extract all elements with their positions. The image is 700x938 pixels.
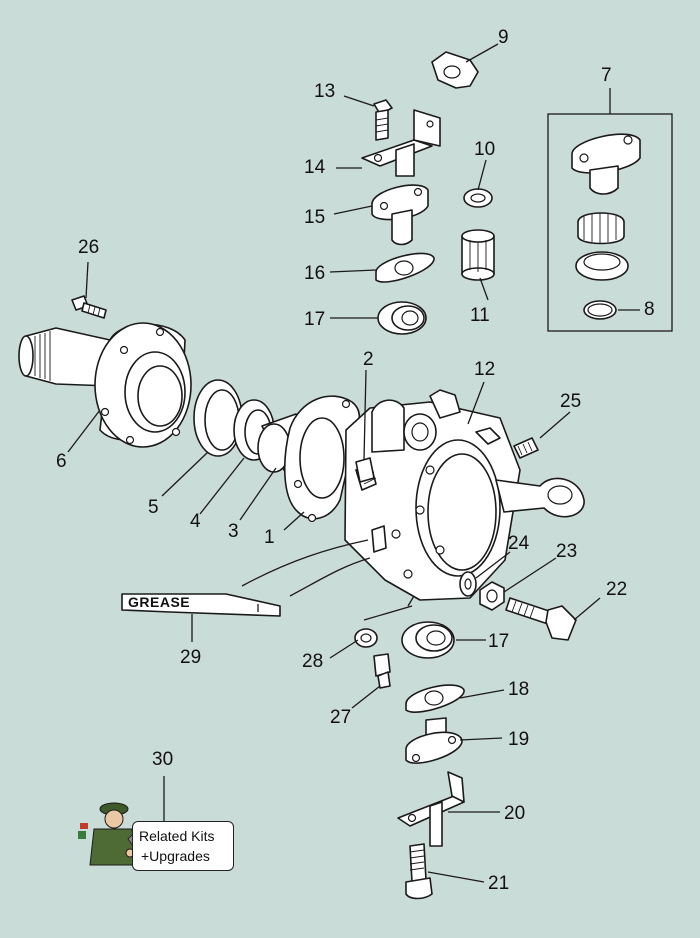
callout-12: 12: [474, 359, 496, 380]
grease-pointer-line: [241, 539, 371, 597]
part-23-nut[interactable]: [479, 581, 505, 611]
part-8-o-ring[interactable]: [583, 300, 617, 320]
callout-2: 2: [363, 349, 374, 370]
callout-28: 28: [302, 651, 324, 672]
callout-15: 15: [304, 207, 326, 228]
part-1-gasket[interactable]: [283, 395, 361, 523]
part-28-seal[interactable]: [354, 628, 378, 648]
callout-9: 9: [498, 27, 509, 48]
part-10-seal[interactable]: [463, 188, 493, 208]
part-19-lower-swivel-pin[interactable]: [405, 717, 463, 764]
callout-17-upper: 17: [304, 309, 326, 330]
callout-11: 11: [470, 305, 490, 326]
callout-27: 27: [330, 707, 352, 728]
callout-1: 1: [264, 527, 275, 548]
callout-20: 20: [504, 803, 526, 824]
callout-26: 26: [78, 237, 100, 258]
part-21-bolt[interactable]: [405, 843, 433, 900]
part-29-grease-tag: [121, 593, 281, 617]
callout-16: 16: [304, 263, 326, 284]
related-kits-badge[interactable]: Related Kits +Upgrades: [74, 795, 234, 875]
part-5-seal[interactable]: [193, 379, 243, 457]
kit-label-box: Related Kits +Upgrades: [132, 821, 234, 871]
callout-21: 21: [488, 873, 510, 894]
part-25-grub-screw[interactable]: [513, 437, 539, 459]
callout-14: 14: [304, 157, 326, 178]
part-18-shim[interactable]: [405, 684, 465, 713]
callout-30: 30: [152, 749, 174, 770]
callout-25: 25: [560, 391, 582, 412]
callout-4: 4: [190, 511, 201, 532]
part-20-bracket[interactable]: [397, 771, 465, 847]
callout-23: 23: [556, 541, 578, 562]
mechanic-icon: [78, 802, 137, 866]
callout-10: 10: [474, 139, 496, 160]
part-17-bearing-lower[interactable]: [401, 621, 455, 659]
callout-22: 22: [606, 579, 628, 600]
part-22-bolt[interactable]: [505, 597, 577, 641]
part-7-swivel-pin-assembly[interactable]: [571, 133, 641, 281]
callout-7: 7: [601, 65, 612, 86]
part-6-stub-axle[interactable]: [18, 322, 192, 448]
callout-17-lower: 17: [488, 631, 510, 652]
kit-label-line-1: Related Kits: [139, 828, 215, 844]
part-2-stud[interactable]: [355, 457, 375, 483]
leader-lines: [67, 43, 640, 883]
kit-label-line-2: +Upgrades: [141, 848, 210, 864]
callout-18: 18: [508, 679, 530, 700]
part-9-clip[interactable]: [431, 51, 479, 89]
callout-13: 13: [314, 81, 336, 102]
grease-label: GREASE: [128, 594, 191, 610]
part-24-washer[interactable]: [459, 571, 477, 597]
part-27-grease-nipple[interactable]: [373, 653, 391, 689]
part-15-swivel-pin[interactable]: [371, 184, 429, 246]
part-11-roller-bearing[interactable]: [461, 229, 495, 281]
part-17-bearing-upper[interactable]: [377, 301, 427, 335]
part-26-bolt[interactable]: [71, 295, 107, 319]
callout-19: 19: [508, 729, 530, 750]
callout-29: 29: [180, 647, 202, 668]
part-16-shim[interactable]: [375, 252, 435, 283]
callout-6: 6: [56, 451, 67, 472]
part-14-bracket[interactable]: [361, 109, 441, 177]
callout-8: 8: [644, 299, 655, 320]
callout-3: 3: [228, 521, 239, 542]
callout-5: 5: [148, 497, 159, 518]
callout-24: 24: [508, 533, 530, 554]
part-12-swivel-housing[interactable]: [344, 389, 585, 601]
part-13-bolt[interactable]: [373, 99, 393, 141]
